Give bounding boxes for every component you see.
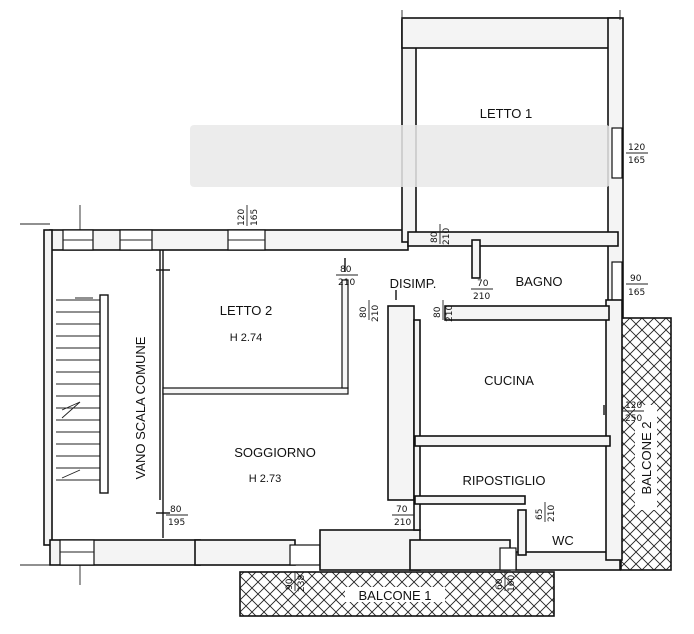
svg-text:60: 60 xyxy=(495,578,505,590)
svg-text:210: 210 xyxy=(442,228,452,245)
svg-text:250: 250 xyxy=(625,414,642,424)
room-bagno: BAGNO xyxy=(516,274,563,289)
room-wc: WC xyxy=(552,533,574,548)
dim-letto2-door: 80 210 xyxy=(336,265,358,288)
svg-text:90: 90 xyxy=(285,578,295,590)
svg-text:210: 210 xyxy=(547,505,557,522)
room-letto2: LETTO 2 xyxy=(220,303,273,318)
wall-right-mid xyxy=(605,299,623,561)
wall-bottom-far-right xyxy=(409,539,511,571)
room-letto1: LETTO 1 xyxy=(480,106,533,121)
dim-soggiorno-door: 70 210 xyxy=(392,505,414,528)
dim-balcone-door: 90 238 xyxy=(285,571,307,592)
svg-text:210: 210 xyxy=(338,278,355,288)
dim-disimp-door: 80 210 xyxy=(359,300,381,322)
dim-letto1-door: 80 210 xyxy=(430,224,452,245)
svg-text:80: 80 xyxy=(340,265,352,275)
svg-text:90: 90 xyxy=(630,274,642,284)
svg-text:70: 70 xyxy=(477,279,489,289)
wall-kitchen-left xyxy=(413,319,421,531)
svg-text:210: 210 xyxy=(371,305,381,322)
room-soggiorno-height: H 2.73 xyxy=(249,473,281,485)
room-letto2-height: H 2.74 xyxy=(230,332,262,344)
wall-bagno-left xyxy=(471,239,481,279)
wall-riposto-bottom xyxy=(414,495,526,505)
dim-entrance: 80 195 xyxy=(166,505,188,528)
svg-text:210: 210 xyxy=(445,305,455,322)
svg-text:165: 165 xyxy=(628,156,645,166)
svg-text:160: 160 xyxy=(507,575,517,592)
svg-text:80: 80 xyxy=(359,306,369,318)
room-vano-scala: VANO SCALA COMUNE xyxy=(133,336,148,479)
svg-text:120: 120 xyxy=(628,143,645,153)
svg-text:195: 195 xyxy=(168,518,185,528)
svg-text:80: 80 xyxy=(170,505,182,515)
wall-letto1-top xyxy=(401,17,621,49)
svg-text:165: 165 xyxy=(250,209,260,226)
wall-cucina-bottom xyxy=(414,435,611,447)
watermark-blur xyxy=(190,125,610,187)
dim-wc-door: 65 210 xyxy=(535,502,557,522)
wall-letto1-bottom xyxy=(407,231,619,247)
dim-bagno-window: 90 165 xyxy=(626,274,648,298)
svg-text:65: 65 xyxy=(535,509,545,520)
dim-top-window: 120 165 xyxy=(237,205,260,226)
svg-text:70: 70 xyxy=(396,505,408,515)
balcone-2-label: BALCONE 2 xyxy=(639,422,654,495)
room-disimp: DISIMP. xyxy=(390,276,437,291)
wall-left xyxy=(43,229,53,546)
balcone-1-label-box: BALCONE 1 xyxy=(345,587,445,603)
svg-text:210: 210 xyxy=(473,292,490,302)
svg-text:238: 238 xyxy=(297,575,307,592)
wall-letto2-right xyxy=(341,279,349,389)
room-soggiorno: SOGGIORNO xyxy=(234,445,316,460)
svg-text:120: 120 xyxy=(237,209,247,226)
svg-text:210: 210 xyxy=(394,518,411,528)
wall-bottom-corner xyxy=(515,551,621,571)
balcone-2-label-box: BALCONE 2 xyxy=(635,405,657,510)
wall-letto2-bottom xyxy=(162,387,349,395)
dim-cucina-window: 120 250 xyxy=(622,401,644,424)
wall-wc-left xyxy=(517,509,527,556)
dim-letto1-window: 120 165 xyxy=(626,143,648,166)
dim-cucina-door: 80 210 xyxy=(433,300,455,322)
dim-bagno-door: 70 210 xyxy=(471,279,493,302)
stairs xyxy=(56,294,109,494)
wall-central-column xyxy=(387,305,415,501)
svg-text:80: 80 xyxy=(433,306,443,318)
wall-bottom-mid xyxy=(194,539,296,566)
wall-bagno-bottom xyxy=(444,305,610,321)
wall-bottom-right xyxy=(319,529,421,571)
svg-text:165: 165 xyxy=(628,288,645,298)
balcone-1-label: BALCONE 1 xyxy=(359,588,432,603)
dim-wc-window: 60 160 xyxy=(495,571,517,592)
svg-text:80: 80 xyxy=(430,231,440,243)
svg-text:120: 120 xyxy=(625,401,642,411)
room-ripostiglio: RIPOSTIGLIO xyxy=(462,473,545,488)
room-cucina: CUCINA xyxy=(484,373,534,388)
